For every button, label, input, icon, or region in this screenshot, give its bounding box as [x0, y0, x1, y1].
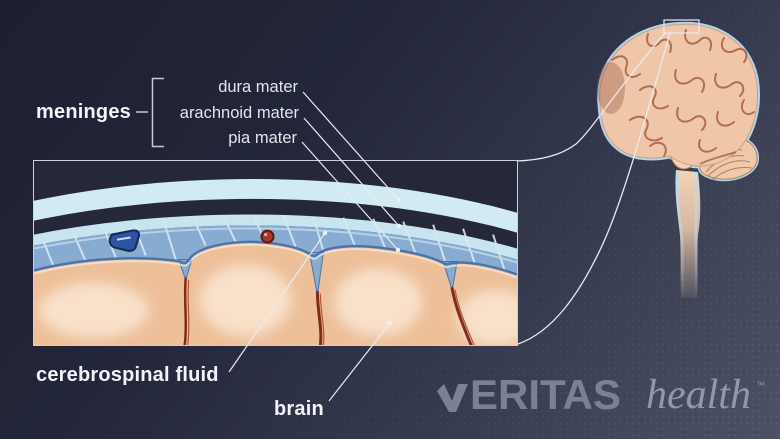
spinal-cord-rim-right — [694, 171, 699, 299]
gyrus-line — [611, 55, 641, 78]
trabecula-strand — [462, 228, 477, 265]
label-dura-mater: dura mater — [218, 78, 298, 96]
trabecula-strand — [282, 215, 297, 247]
gyrus-line — [639, 85, 669, 110]
gyrus-line — [714, 73, 745, 97]
label-brain: brain — [274, 398, 324, 420]
leader-line-arachnoid — [303, 117, 400, 227]
leader-line-csf — [228, 232, 326, 373]
leader-line-pia — [301, 141, 399, 251]
trabecula-strand — [492, 234, 506, 272]
sulcus-shadow — [454, 289, 475, 345]
label-cerebrospinal-fluid: cerebrospinal fluid — [36, 364, 219, 386]
leader-line-dura — [302, 91, 400, 201]
sulcus-line — [183, 277, 188, 345]
subarachnoid-top-highlight — [34, 227, 517, 264]
artery-highlight — [264, 233, 268, 237]
callout-connectors — [516, 32, 671, 345]
gyrus-line — [720, 37, 748, 63]
gyrus-line — [740, 99, 755, 116]
label-meninges: meninges — [36, 101, 131, 123]
transverse-fissure — [699, 151, 737, 165]
trabecula-strand — [432, 224, 447, 262]
cerebellum-stripe — [711, 167, 753, 181]
arachnoid-mater-band — [34, 214, 517, 260]
label-arachnoid-mater: arachnoid mater — [179, 104, 299, 122]
connector-line-bottom — [517, 32, 671, 345]
gyrus-line — [684, 29, 712, 51]
leader-dots — [322, 197, 402, 326]
inset-cross-section — [33, 160, 518, 346]
sulcus-shadow — [187, 279, 190, 345]
cerebrum-gyri-lines — [611, 29, 755, 157]
csf-wedge — [442, 260, 458, 291]
gyri-highlights — [38, 264, 517, 345]
brain-illustration — [597, 21, 760, 299]
gyrus-line — [674, 69, 706, 93]
trabecula-strand — [192, 218, 207, 246]
gyrus-line — [646, 33, 672, 53]
veritas-v-checkmark-icon — [437, 384, 468, 412]
gyrus-highlight — [457, 290, 517, 345]
bridging-vein — [108, 229, 141, 252]
trabecula-strand — [73, 234, 87, 262]
trabecula-strand — [312, 216, 325, 252]
gyrus-highlight — [38, 282, 149, 339]
meninges-bracket — [136, 77, 164, 148]
pia-mater-line — [34, 240, 517, 276]
temporal-shadow — [597, 62, 625, 114]
label-pia-mater: pia mater — [228, 129, 297, 147]
trabecula-strand — [162, 220, 177, 260]
gyrus-line — [649, 141, 667, 157]
sulcus-shadow — [319, 293, 325, 345]
callout-rect — [663, 19, 700, 34]
connector-line-top — [516, 32, 666, 162]
leader-dot-arachnoid — [396, 223, 402, 229]
sulcus-line — [450, 286, 473, 345]
trabecula-strand — [402, 221, 417, 253]
gyrus-line — [698, 139, 717, 153]
spinal-cord-rim-left — [675, 171, 685, 299]
gyrus-line — [676, 107, 707, 131]
logo-brand-text: ERITAS — [470, 371, 621, 418]
leader-dot-brain — [387, 320, 393, 326]
gyrus-highlight — [334, 268, 423, 337]
trademark-symbol: ™ — [756, 380, 765, 390]
sulci — [183, 277, 475, 345]
vein-highlight — [116, 236, 131, 241]
cerebellum-stripe — [707, 160, 751, 177]
bracket-shape — [151, 77, 164, 148]
cross-section-illustration — [34, 161, 517, 345]
gyrus-line — [716, 111, 735, 127]
logo-health-text: health — [646, 372, 751, 418]
leader-dot-csf — [322, 230, 328, 236]
sulcus-line — [315, 290, 323, 345]
csf-wedge — [308, 252, 324, 296]
dura-mater-band — [34, 179, 517, 233]
leader-lines — [228, 91, 400, 402]
leader-line-brain — [328, 322, 391, 402]
cerebrum — [599, 23, 758, 167]
gyrus-highlight — [199, 264, 292, 337]
gyrus-line — [629, 115, 663, 142]
leader-dot-pia — [395, 247, 401, 253]
leader-dot-dura — [396, 197, 402, 203]
pia-underside-highlight — [34, 243, 517, 279]
